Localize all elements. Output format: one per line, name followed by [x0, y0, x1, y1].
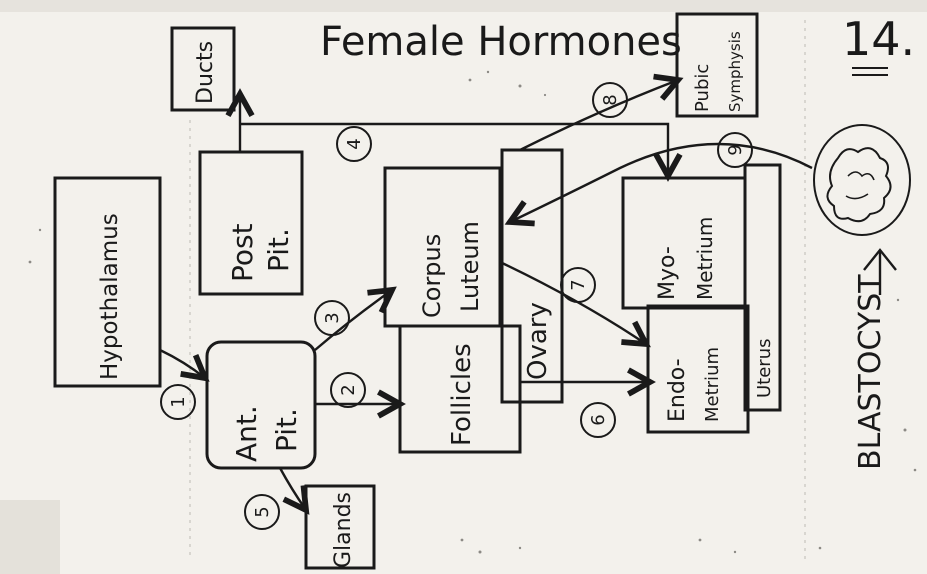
- step-1-label: 1: [168, 396, 189, 407]
- step-4-label: 4: [344, 138, 365, 149]
- post-pit-label-2: Pit.: [262, 228, 295, 272]
- pubic-symphysis-label-2: Symphysis: [726, 31, 744, 112]
- glands-label: Glands: [331, 492, 356, 568]
- step-7-label: 7: [568, 279, 589, 290]
- ducts-label: Ducts: [193, 41, 218, 104]
- page-title: Female Hormones: [320, 19, 682, 65]
- corpus-luteum-label-2: Luteum: [456, 221, 484, 312]
- blastocyst-label: BLASTOCYST: [853, 274, 888, 470]
- endometrium-label-1: Endo-: [665, 358, 690, 422]
- follicles-label: Follicles: [447, 343, 477, 446]
- post-pit-label-1: Post: [226, 223, 259, 282]
- ovary-label: Ovary: [523, 302, 553, 380]
- step-3-label: 3: [322, 312, 343, 323]
- step-5-label: 5: [252, 506, 273, 517]
- ant-pit-label-2: Pit.: [270, 408, 303, 452]
- pubic-symphysis-label-1: Pubic: [692, 64, 713, 112]
- ant-pit-label-1: Ant.: [230, 405, 263, 462]
- step-6-label: 6: [588, 414, 609, 425]
- page-number: 14.: [842, 12, 915, 66]
- uterus-label: Uterus: [754, 339, 775, 399]
- myometrium-label-2: Metrium: [693, 217, 717, 300]
- step-2-label: 2: [338, 384, 359, 395]
- hypothalamus-label: Hypothalamus: [97, 213, 123, 380]
- corpus-luteum-label-1: Corpus: [418, 234, 446, 318]
- step-8-label: 8: [600, 94, 621, 105]
- myometrium-label-1: Myo-: [655, 246, 680, 300]
- step-9-label: 9: [725, 144, 746, 155]
- endometrium-label-2: Metrium: [702, 347, 723, 422]
